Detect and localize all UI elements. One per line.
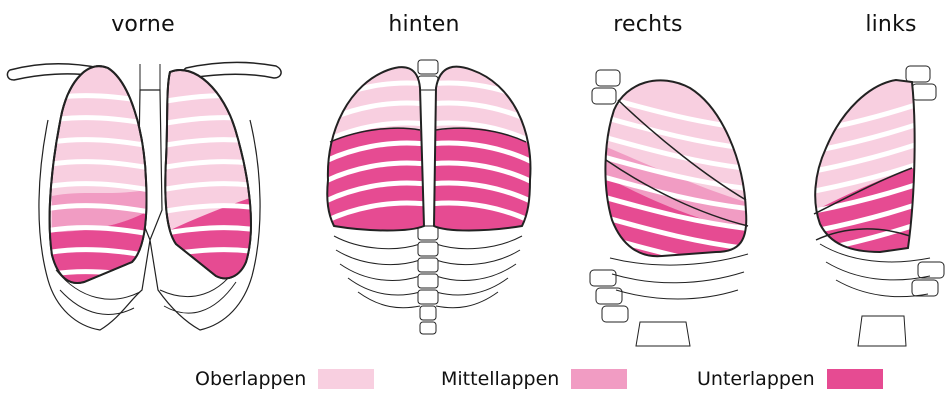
view-front [7, 62, 281, 330]
legend-label: Unterlappen [697, 368, 815, 390]
legend-item-mittellappen: Mittellappen [441, 368, 627, 390]
neck-lines [140, 64, 160, 92]
legend-item-unterlappen: Unterlappen [697, 368, 883, 390]
legend-swatch [571, 369, 627, 389]
legend-swatch [827, 369, 883, 389]
view-left-side [810, 66, 944, 346]
legend-label: Oberlappen [195, 368, 306, 390]
view-right-side [590, 70, 760, 346]
legend-item-oberlappen: Oberlappen [195, 368, 374, 390]
lower-ribs-right-side [610, 254, 748, 299]
legend-label: Mittellappen [441, 368, 559, 390]
view-back [320, 60, 536, 334]
legend-swatch [318, 369, 374, 389]
